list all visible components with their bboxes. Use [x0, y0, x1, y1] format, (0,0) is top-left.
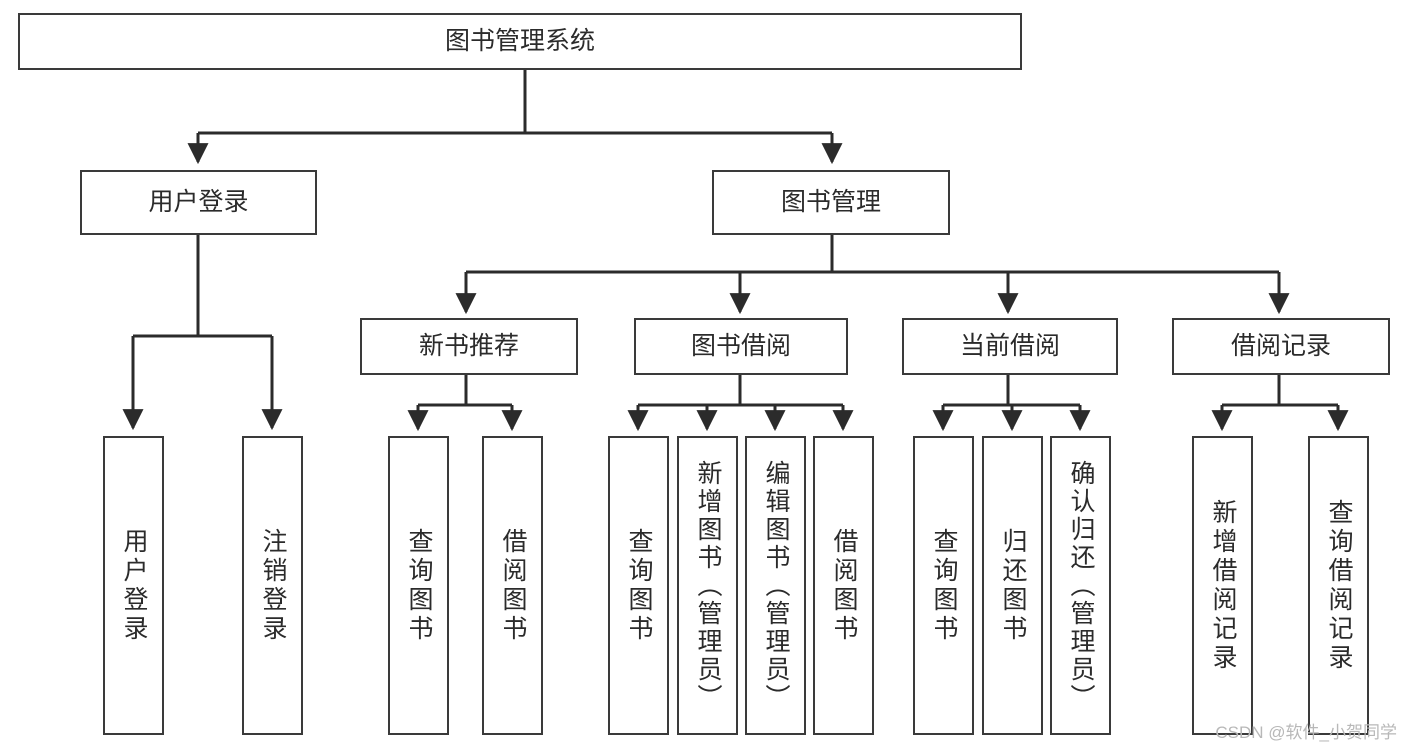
node-label: 新书推荐 [418, 331, 519, 360]
node-label: 注销登录 [259, 527, 287, 644]
node-new-book-recommend[interactable]: 新书推荐 [360, 318, 578, 375]
node-label: 借阅记录 [1230, 331, 1331, 360]
node-book-management[interactable]: 图书管理 [712, 170, 950, 235]
node-leaf-query-book-borrow[interactable]: 查询图书 [608, 436, 669, 735]
node-label: 查询图书 [625, 527, 653, 644]
node-label: 图书管理 [780, 187, 881, 216]
node-root-book-management-system[interactable]: 图书管理系统 [18, 13, 1022, 70]
node-user-login[interactable]: 用户登录 [80, 170, 317, 235]
node-leaf-logout-login[interactable]: 注销登录 [242, 436, 303, 735]
node-leaf-edit-book-admin[interactable]: 编辑图书（管理员） [745, 436, 806, 735]
node-label: 查询图书 [405, 527, 433, 644]
node-label: 当前借阅 [959, 331, 1060, 360]
node-leaf-add-book-admin[interactable]: 新增图书（管理员） [677, 436, 738, 735]
node-leaf-borrow-book[interactable]: 借阅图书 [813, 436, 874, 735]
node-label: 查询图书 [930, 527, 958, 644]
node-leaf-query-borrow-record[interactable]: 查询借阅记录 [1308, 436, 1369, 735]
node-leaf-user-login[interactable]: 用户登录 [103, 436, 164, 735]
node-label: 图书借阅 [690, 331, 791, 360]
node-leaf-borrow-book-new-recommend[interactable]: 借阅图书 [482, 436, 543, 735]
node-label: 借阅图书 [499, 527, 527, 644]
node-label: 图书管理系统 [444, 26, 595, 55]
node-label: 确认归还（管理员） [1067, 459, 1095, 712]
node-borrow-record[interactable]: 借阅记录 [1172, 318, 1390, 375]
node-leaf-query-book-current[interactable]: 查询图书 [913, 436, 974, 735]
node-label: 编辑图书（管理员） [762, 459, 790, 712]
node-label: 借阅图书 [830, 527, 858, 644]
node-label: 用户登录 [120, 527, 148, 644]
node-leaf-return-book[interactable]: 归还图书 [982, 436, 1043, 735]
node-label: 查询借阅记录 [1325, 498, 1353, 673]
node-label: 新增图书（管理员） [694, 459, 722, 712]
node-leaf-confirm-return-admin[interactable]: 确认归还（管理员） [1050, 436, 1111, 735]
node-label: 用户登录 [148, 187, 249, 216]
watermark-text: CSDN @软件_小贺同学 [1215, 723, 1397, 742]
node-leaf-add-borrow-record[interactable]: 新增借阅记录 [1192, 436, 1253, 735]
node-book-borrow[interactable]: 图书借阅 [634, 318, 848, 375]
node-label: 新增借阅记录 [1209, 498, 1237, 673]
node-leaf-query-book-new-recommend[interactable]: 查询图书 [388, 436, 449, 735]
node-current-borrow[interactable]: 当前借阅 [902, 318, 1118, 375]
node-label: 归还图书 [999, 527, 1027, 644]
